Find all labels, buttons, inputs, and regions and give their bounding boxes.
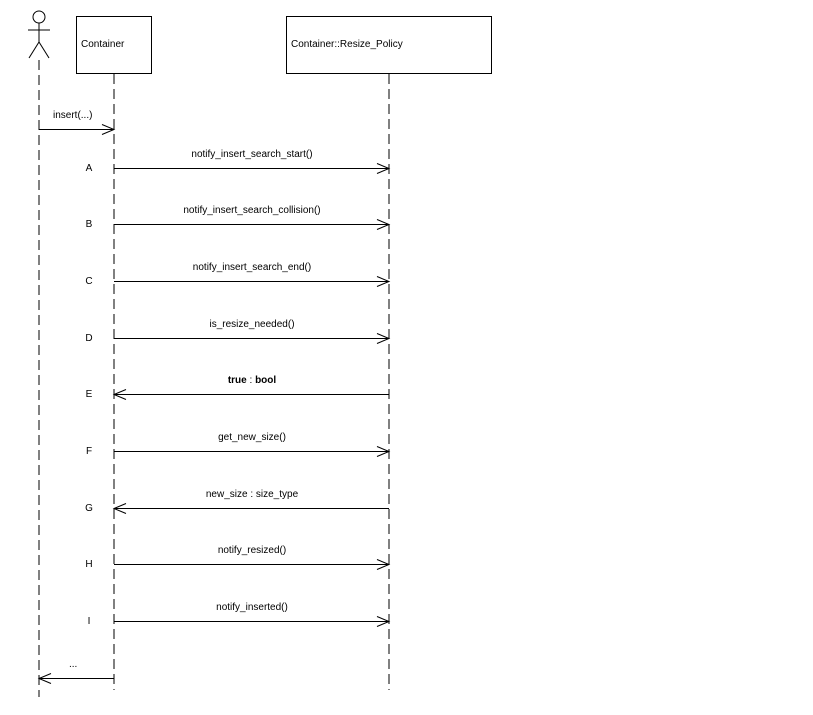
messages: insert(...) notify_insert_search_start() A… xyxy=(37,110,391,684)
message-label: notify_insert_search_collision() xyxy=(183,205,320,216)
message-label: is_resize_needed() xyxy=(209,319,294,330)
message-arrowhead xyxy=(376,163,391,174)
message-b: notify_insert_search_collision() B xyxy=(86,205,391,230)
message-arrowhead xyxy=(37,673,52,684)
message-h: notify_resized() H xyxy=(85,545,391,570)
participant-resize-policy: Container::Resize_Policy xyxy=(286,16,492,74)
participant-resize-policy-label: Container::Resize_Policy xyxy=(291,39,403,50)
step-label: E xyxy=(86,389,93,400)
participant-container-label: Container xyxy=(81,39,125,50)
participant-container: Container xyxy=(76,16,152,74)
actor-figure xyxy=(28,10,50,59)
message-arrowhead xyxy=(376,276,391,287)
message-label: get_new_size() xyxy=(218,432,286,443)
message-f: get_new_size() F xyxy=(86,432,391,457)
message-label: notify_inserted() xyxy=(216,602,288,613)
message-arrowhead xyxy=(112,503,127,514)
message-label: true : bool xyxy=(228,375,277,386)
message-label: notify_resized() xyxy=(218,545,286,556)
step-label: D xyxy=(85,333,92,344)
message-label: notify_insert_search_start() xyxy=(191,149,312,160)
message-d: is_resize_needed() D xyxy=(85,319,391,344)
step-label: C xyxy=(85,276,92,287)
step-label: I xyxy=(88,616,91,627)
message-a: notify_insert_search_start() A xyxy=(86,149,391,174)
step-label: B xyxy=(86,219,93,230)
return-type: bool xyxy=(255,375,276,386)
step-label: A xyxy=(86,163,93,174)
message-label: insert(...) xyxy=(53,110,92,121)
message-label: new_size : size_type xyxy=(206,489,299,500)
step-label: F xyxy=(86,446,92,457)
message-arrowhead xyxy=(376,616,391,627)
return-separator: : xyxy=(247,375,255,386)
message-arrowhead xyxy=(376,333,391,344)
message-return: ... xyxy=(37,659,114,684)
message-insert: insert(...) xyxy=(39,110,116,135)
message-label: notify_insert_search_end() xyxy=(193,262,311,273)
step-label: H xyxy=(85,559,92,570)
message-label: ... xyxy=(69,659,77,670)
return-value: true xyxy=(228,375,247,386)
message-arrowhead xyxy=(376,219,391,230)
message-arrowhead xyxy=(376,446,391,457)
message-i: notify_inserted() I xyxy=(88,602,391,627)
message-arrowhead xyxy=(101,124,116,135)
step-label: G xyxy=(85,503,93,514)
message-c: notify_insert_search_end() C xyxy=(85,262,391,287)
message-arrowhead xyxy=(376,559,391,570)
message-arrowhead xyxy=(112,389,127,400)
